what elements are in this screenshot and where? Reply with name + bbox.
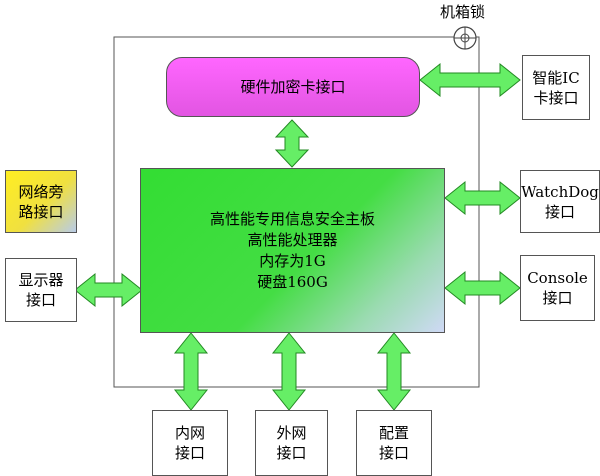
mainboard-memory: 内存为1G [259,251,326,270]
smart-ic-line2: 卡接口 [533,88,579,107]
console-interface: Console 接口 [520,255,595,321]
outer-network-line1: 外网 [276,424,307,442]
console-line1: Console [527,269,588,287]
network-bypass-line1: 网络旁 [18,182,64,201]
arrow-display-mainboard [74,272,143,308]
mainboard-processor: 高性能处理器 [247,230,338,249]
security-mainboard: 高性能专用信息安全主板 高性能处理器 内存为1G 硬盘160G [140,168,445,333]
watchdog-line1: WatchDog [521,182,599,201]
arrow-crypto-smartic [419,62,521,98]
display-interface: 显示器 接口 [5,258,77,322]
inner-network-line2: 接口 [174,444,205,462]
arrow-mainboard-console [444,270,521,306]
smart-ic-line1: 智能IC [532,68,580,87]
watchdog-interface: WatchDog 接口 [520,170,600,233]
crypto-card-interface: 硬件加密卡接口 [166,57,420,117]
inner-network-line1: 内网 [174,424,205,442]
mainboard-disk: 硬盘160G [257,272,328,291]
arrow-crypto-mainboard [274,119,310,168]
arrow-mainboard-outernet [271,332,307,411]
mainboard-title: 高性能专用信息安全主板 [209,209,375,228]
arrow-mainboard-watchdog [444,180,521,216]
arrow-mainboard-innernet [173,332,209,411]
display-line2: 接口 [25,291,56,309]
smart-ic-interface: 智能IC 卡接口 [522,55,590,120]
inner-network-interface: 内网 接口 [152,410,228,476]
outer-network-interface: 外网 接口 [255,410,328,476]
network-bypass-line2: 路接口 [18,202,64,221]
console-line2: 接口 [542,289,573,307]
lock-icon [453,26,477,50]
config-interface: 配置 接口 [356,410,432,476]
network-bypass-interface: 网络旁 路接口 [5,170,77,233]
arrow-mainboard-config [376,332,412,411]
config-line1: 配置 [378,424,409,442]
display-line1: 显示器 [18,271,64,289]
crypto-card-label: 硬件加密卡接口 [240,78,346,96]
chassis-lock-label: 机箱锁 [440,3,486,21]
config-line2: 接口 [378,444,409,462]
outer-network-line2: 接口 [276,444,307,462]
watchdog-line2: 接口 [544,202,575,221]
